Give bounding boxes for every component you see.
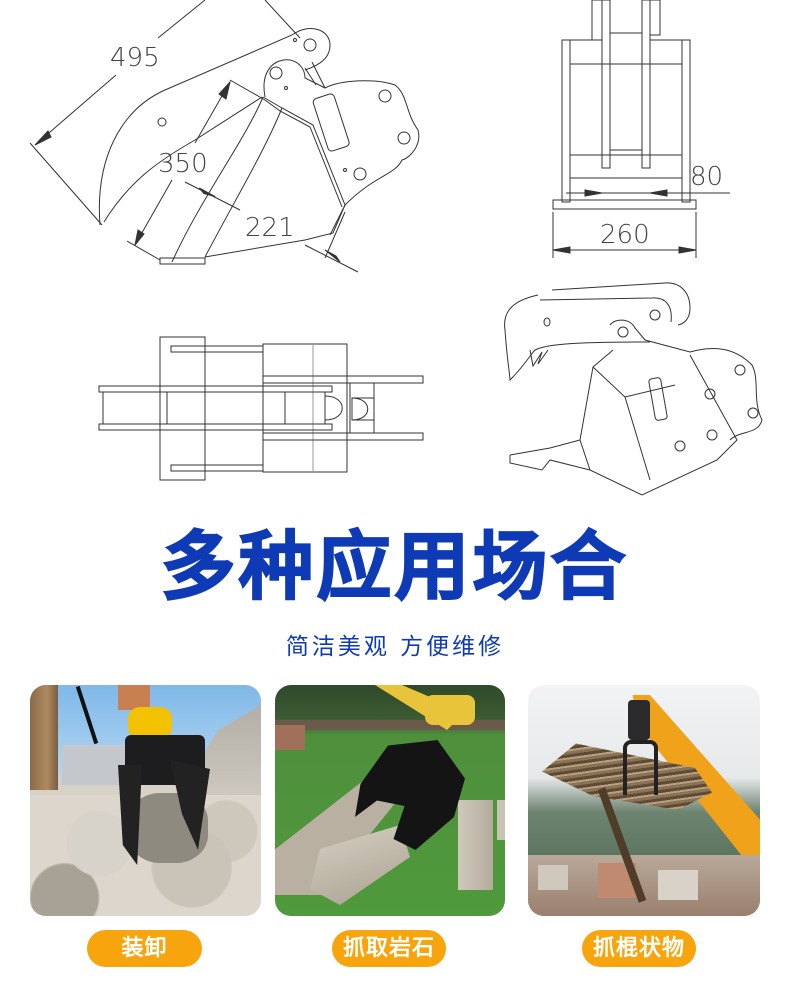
front-view-drawing: 80 260 <box>520 0 790 270</box>
dimension-260: 260 <box>600 220 650 250</box>
section-headline: 多种应用场合 <box>160 523 629 611</box>
top-view-drawing <box>90 320 430 490</box>
dimension-80: 80 <box>690 162 723 192</box>
section-subheadline: 简洁美观 方便维修 <box>285 634 505 660</box>
side-view-drawing: 495 350 221 <box>0 0 450 280</box>
application-label-loading: 装卸 <box>87 930 202 967</box>
application-label-grab-rock: 抓取岩石 <box>332 930 446 967</box>
grabbing-logs-photo <box>528 685 760 916</box>
grabbing-rock-photo <box>275 685 505 916</box>
application-label-grab-logs: 抓棍状物 <box>582 930 696 967</box>
dimension-350: 350 <box>158 149 208 179</box>
loading-unloading-rocks-photo <box>30 685 261 916</box>
dimension-221: 221 <box>245 213 295 243</box>
isometric-view-drawing <box>490 270 790 510</box>
dimension-495: 495 <box>110 43 160 73</box>
